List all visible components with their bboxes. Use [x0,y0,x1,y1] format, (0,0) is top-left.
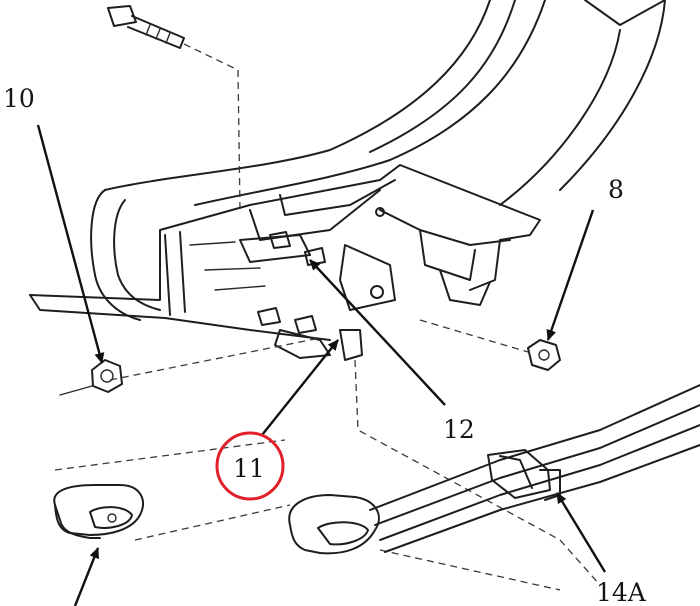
leader-bottom-left [73,547,100,606]
shackle-bushing-left [53,484,145,539]
spring-eye-bushing [288,494,380,555]
leader-8 [546,209,595,341]
nut-8 [419,319,561,371]
callout-14a: 14A [596,578,647,606]
leader-14a [555,492,607,573]
callout-leaders [36,124,607,606]
frame-rail [90,0,666,321]
leaf-spring [369,384,700,553]
callout-8: 8 [608,175,624,204]
assembly-lines [54,337,601,591]
callout-11: 11 [233,454,265,483]
callout-12: 12 [443,415,475,444]
spring-hanger-bracket [29,164,541,361]
callout-10: 10 [3,84,35,113]
leader-10 [36,124,105,364]
nut-10 [59,359,123,396]
leader-11 [261,339,339,436]
highlight-circle [215,431,285,501]
leader-12 [309,259,446,406]
bolt [107,5,241,211]
